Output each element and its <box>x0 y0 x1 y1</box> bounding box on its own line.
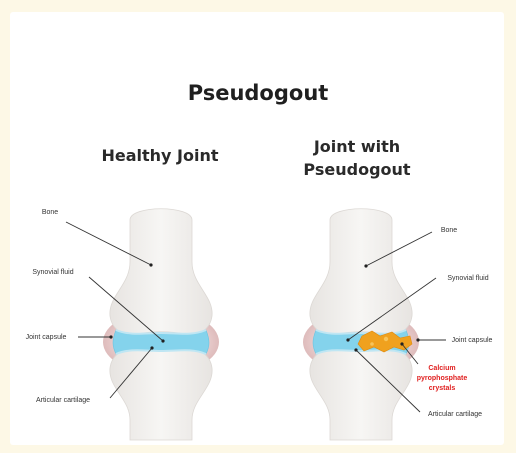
crystal-highlight <box>370 342 374 346</box>
healthy-dot-joint-capsule <box>109 335 112 338</box>
heading-pseudogout-line2: Pseudogout <box>303 160 410 179</box>
heading-healthy: Healthy Joint <box>101 146 218 165</box>
diagram-title: Pseudogout <box>188 81 329 105</box>
healthy-dot-bone <box>149 263 152 266</box>
pseudogout-label-articular-cartilage: Articular cartilage <box>428 411 482 418</box>
healthy-label-joint-capsule: Joint capsule <box>26 334 67 341</box>
healthy-label-bone: Bone <box>42 209 58 216</box>
pseudogout-dot-crystals <box>400 342 403 345</box>
pseudogout-joint <box>303 209 419 440</box>
pseudogout-label-crystals-line1: Calcium <box>428 365 455 372</box>
pseudogout-label-crystals-line3: crystals <box>429 385 456 392</box>
healthy-dot-articular-cartilage <box>150 346 153 349</box>
healthy-joint <box>103 209 219 440</box>
pseudogout-upper-bone <box>310 209 412 335</box>
pseudogout-label-joint-capsule: Joint capsule <box>452 337 493 344</box>
healthy-label-articular-cartilage: Articular cartilage <box>36 397 90 404</box>
healthy-lower-bone <box>110 348 212 440</box>
pseudogout-label-synovial-fluid: Synovial fluid <box>447 275 488 282</box>
heading-pseudogout-line1: Joint with <box>313 137 400 156</box>
healthy-upper-bone <box>110 209 212 335</box>
healthy-label-synovial-fluid: Synovial fluid <box>32 269 73 276</box>
pseudogout-dot-bone <box>364 264 367 267</box>
crystal-highlight <box>384 337 388 341</box>
pseudogout-dot-articular-cartilage <box>354 348 357 351</box>
pseudogout-dot-joint-capsule <box>416 338 419 341</box>
pseudogout-label-crystals-line2: pyrophosphate <box>417 375 468 382</box>
pseudogout-label-bone: Bone <box>441 227 457 234</box>
pseudogout-dot-synovial-fluid <box>346 338 349 341</box>
healthy-dot-synovial-fluid <box>161 339 164 342</box>
pseudogout-lower-bone <box>310 348 412 440</box>
